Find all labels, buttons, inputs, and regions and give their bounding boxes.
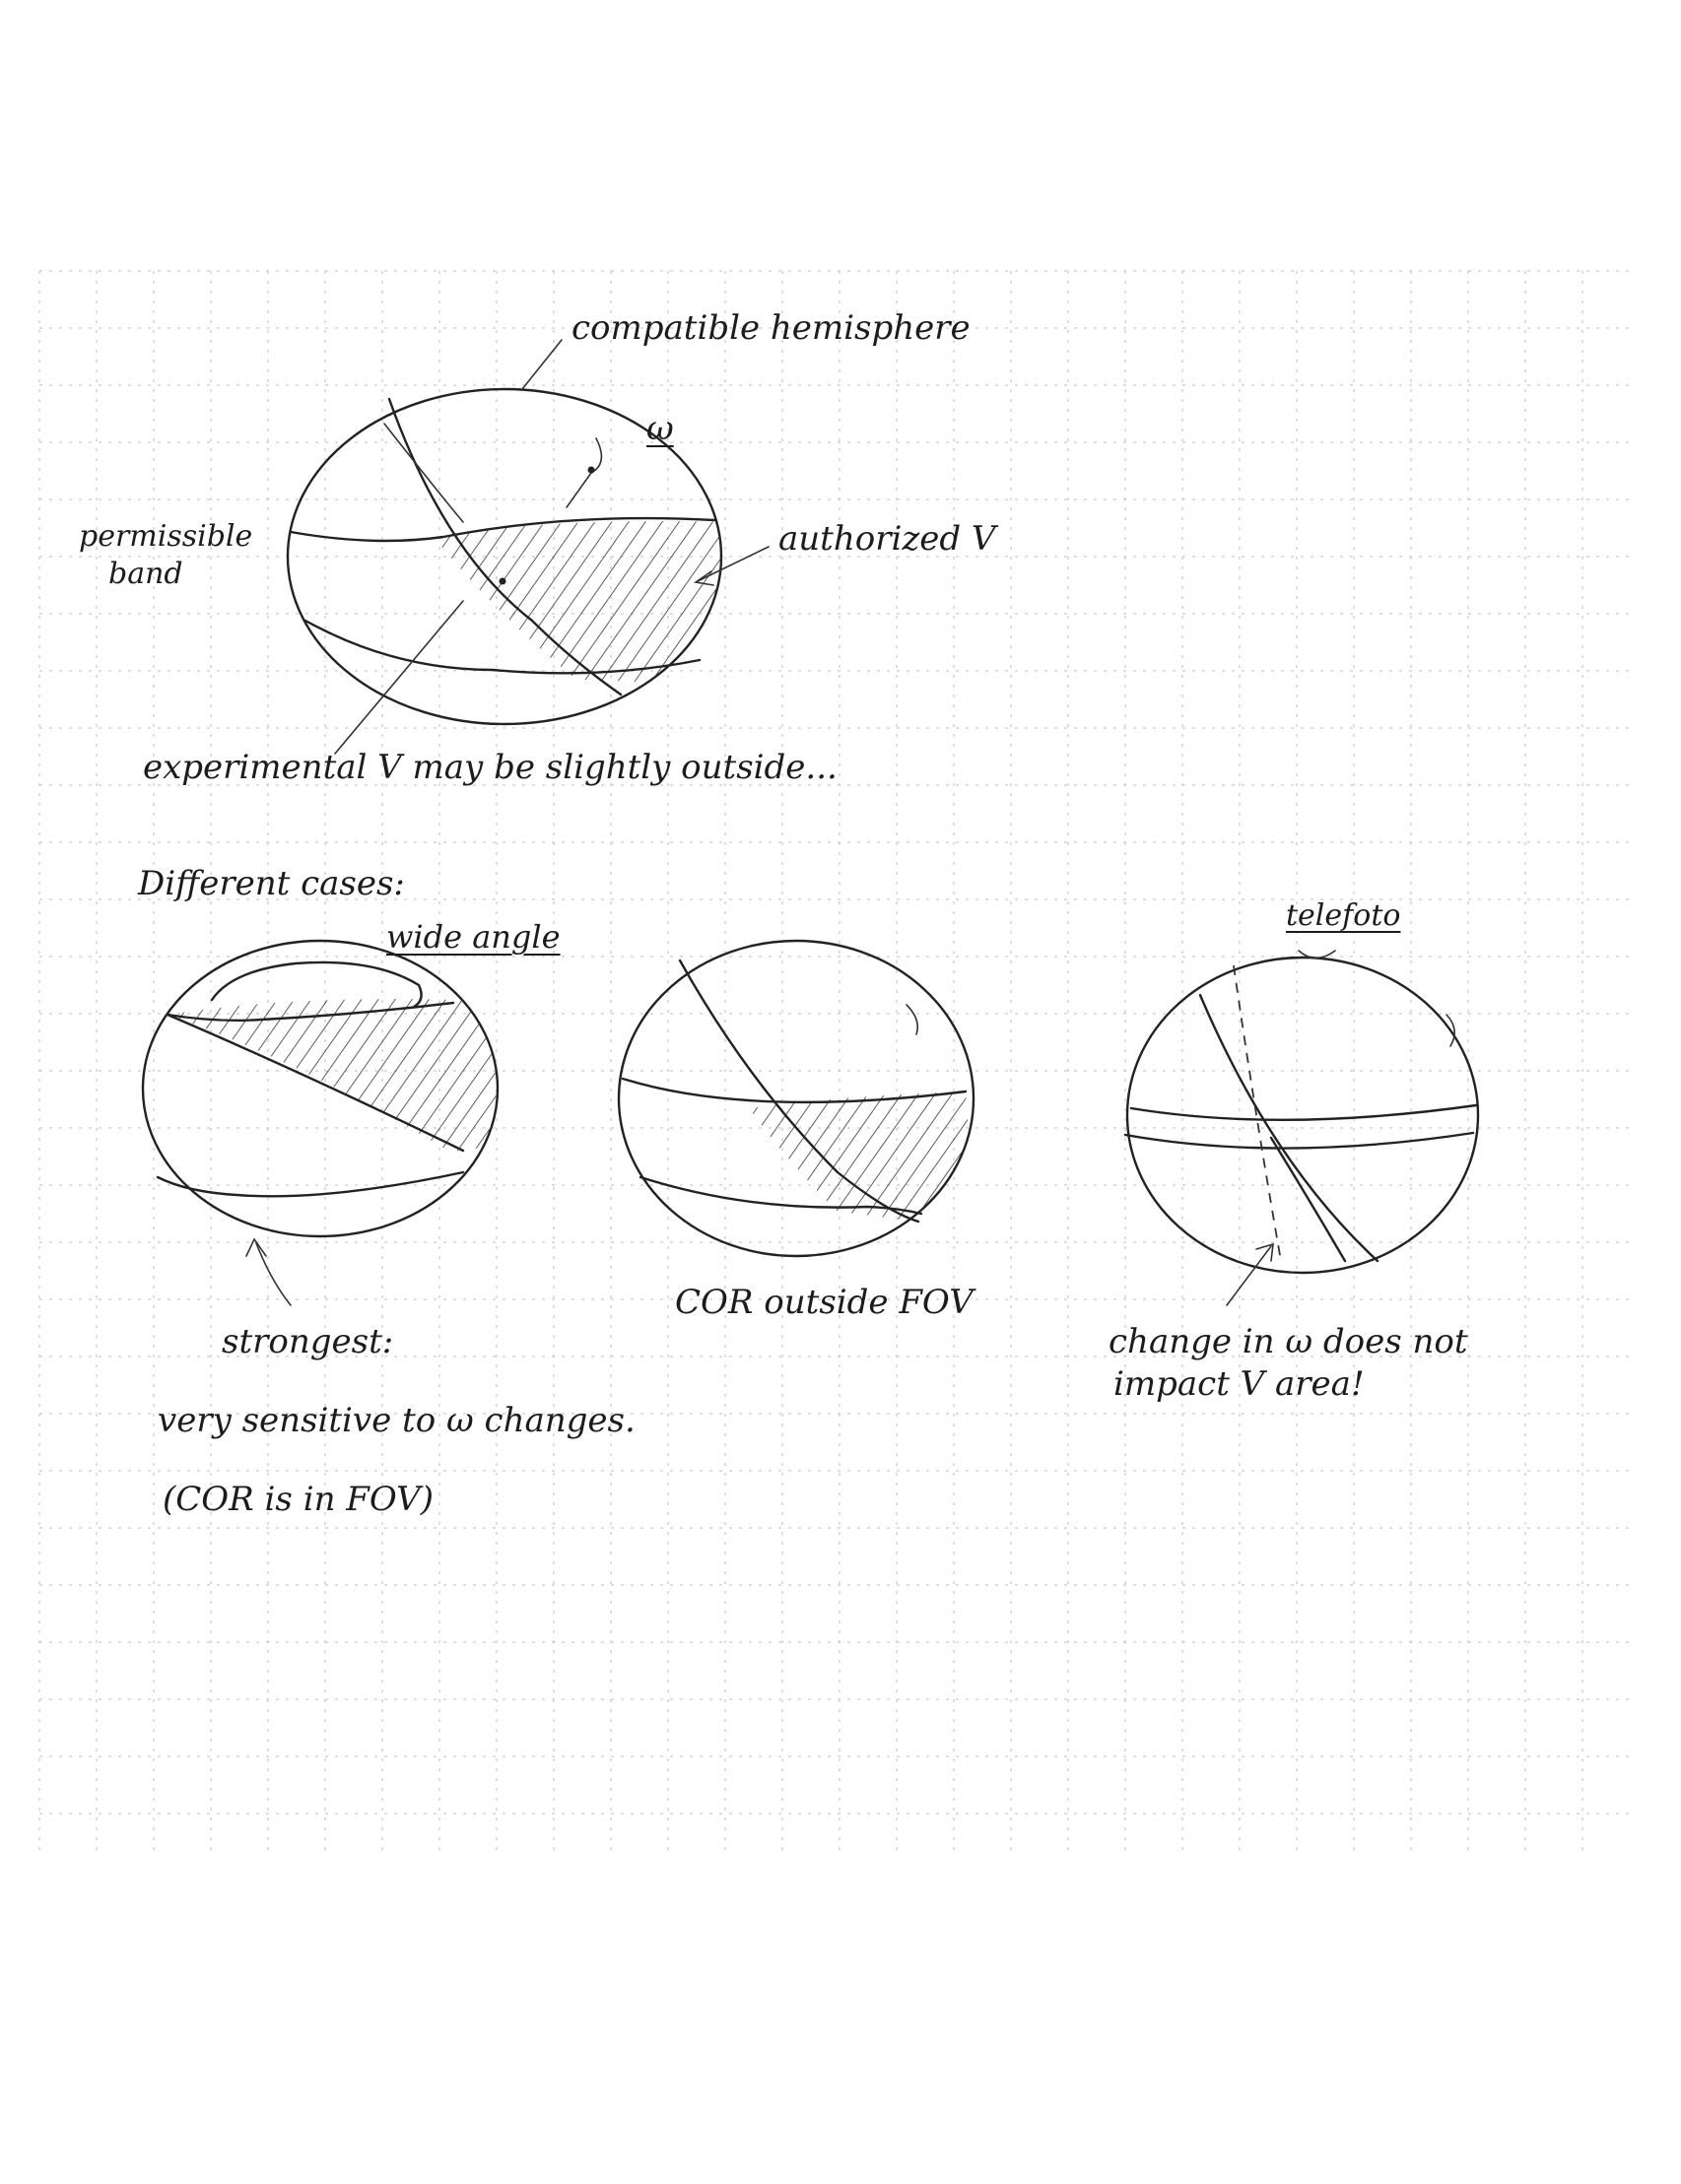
label-permissible-band-line1: permissible — [79, 519, 253, 554]
band-upper-line — [1129, 1103, 1478, 1121]
label-permissible-band-line2: band — [108, 557, 183, 591]
dashed-axis — [1233, 964, 1282, 1262]
band-lower-line — [303, 619, 702, 675]
main-sphere — [286, 339, 770, 755]
label-cor-in-fov: (COR is in FOV) — [163, 1480, 434, 1519]
hemisphere-boundary — [166, 1013, 465, 1153]
label-experimental-v: experimental V may be slightly outside..… — [143, 748, 838, 787]
strongest-arrowhead — [245, 1237, 267, 1257]
authorized-v-hatched-region — [434, 521, 721, 690]
label-telefoto: telefoto — [1286, 898, 1401, 933]
band-upper-line — [621, 1077, 968, 1104]
label-strongest: strongest: — [222, 1322, 394, 1361]
label-cor-outside-fov: COR outside FOV — [675, 1283, 974, 1322]
hatched-region — [168, 999, 498, 1152]
hatched-region — [749, 1092, 974, 1231]
sphere-outline — [1125, 956, 1480, 1275]
tick-mark — [1298, 950, 1336, 960]
hemisphere-boundary-a — [1198, 993, 1379, 1263]
curl-mark — [1446, 1014, 1455, 1047]
label-different-cases: Different cases: — [138, 864, 405, 903]
label-omega: ω — [646, 409, 674, 448]
label-wide-angle: wide angle — [386, 918, 561, 956]
hemisphere-boundary-b — [1269, 1136, 1347, 1263]
change-in-w-arrow — [1226, 1245, 1272, 1306]
hemisphere-pointer — [521, 339, 563, 390]
band-upper-line — [289, 516, 716, 543]
band-lower-line — [639, 1175, 923, 1216]
sphere-cor-outside-fov — [617, 939, 975, 1258]
omega-point — [587, 466, 595, 474]
omega-pointer — [566, 437, 603, 508]
label-authorized-v: authorized V — [778, 519, 996, 559]
change-in-w-arrowhead — [1255, 1242, 1274, 1262]
authorized-v-arrow — [697, 546, 770, 582]
sphere-outline — [617, 939, 975, 1258]
band-lower-line — [156, 1170, 465, 1198]
hemisphere-boundary — [678, 959, 920, 1224]
strongest-arrow — [255, 1242, 292, 1306]
band-lower-line — [1123, 1131, 1475, 1150]
label-very-sensitive: very sensitive to ω changes. — [158, 1401, 636, 1440]
sphere-wide-angle — [141, 939, 500, 1306]
curl-mark — [906, 1004, 919, 1035]
v-point — [499, 577, 506, 585]
label-compatible-hemisphere: compatible hemisphere — [572, 308, 971, 348]
label-change-in-w-line2: impact V area! — [1113, 1364, 1365, 1404]
band-upper-line — [166, 1001, 455, 1023]
label-change-in-w-line1: change in ω does not — [1109, 1322, 1468, 1361]
experimental-v-pointer — [334, 600, 464, 755]
paper-grid — [38, 270, 1636, 1857]
compatible-hemisphere-boundary — [387, 397, 623, 696]
cap-line — [210, 960, 423, 1009]
boundary-stroke — [383, 423, 464, 523]
sphere-telefoto — [1123, 950, 1480, 1306]
authorized-v-arrowhead — [693, 570, 714, 586]
